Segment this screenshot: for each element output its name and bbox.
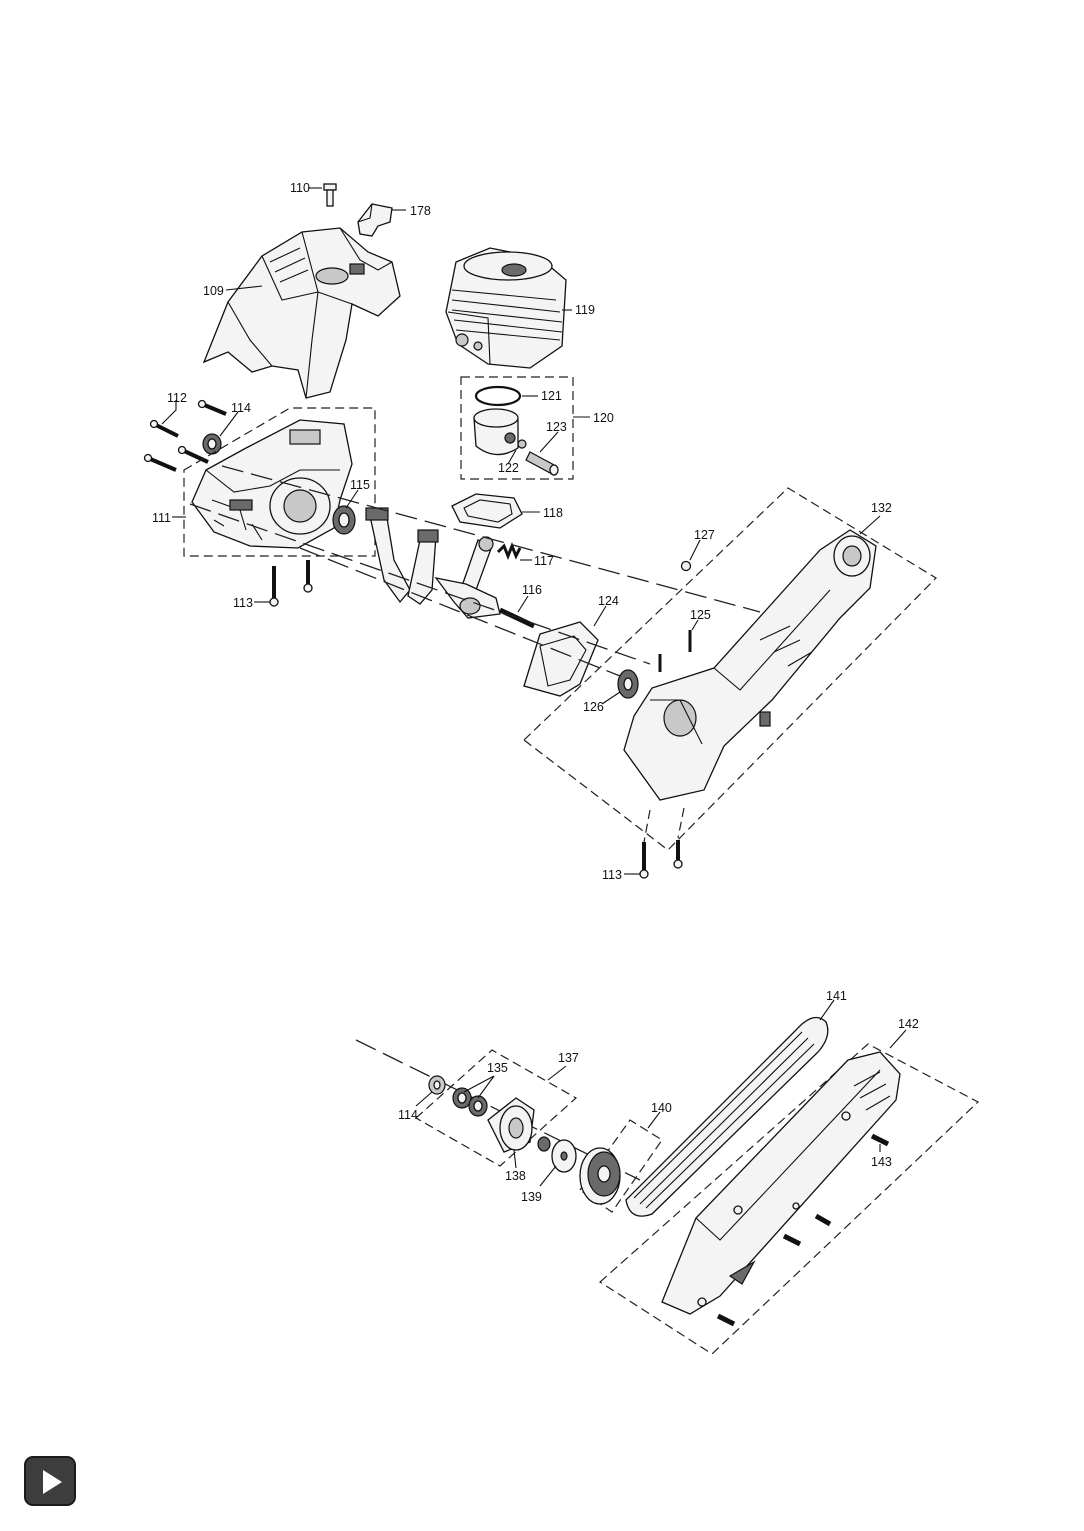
part-113-bolts-lower: [639, 840, 683, 879]
label-115: 115: [350, 478, 370, 492]
group-120-box: [460, 376, 574, 480]
group-140-box: [579, 1119, 663, 1213]
group-142-box: [599, 1043, 980, 1355]
part-127-screw: [680, 560, 692, 572]
label-117: 117: [534, 554, 554, 568]
label-119: 119: [575, 303, 595, 317]
part-112-bolts: [143, 399, 227, 472]
next-page-button[interactable]: [24, 1456, 76, 1506]
axis-line-lower: [355, 1039, 641, 1181]
label-132: 132: [871, 501, 892, 515]
part-116-crankshaft: [434, 536, 536, 629]
label-120: 120: [593, 411, 614, 425]
part-121-ring: [474, 385, 522, 407]
label-111: 111: [152, 511, 171, 525]
label-124: 124: [598, 594, 619, 608]
label-125: 125: [690, 608, 711, 622]
part-labels: 110 178 109 119 112 114 121 120 123 122 …: [152, 181, 919, 1204]
part-115-bearing: [332, 505, 356, 535]
part-111-crankcase: [191, 419, 353, 549]
label-114-lower: 114: [398, 1108, 418, 1122]
group-111-box: [183, 407, 376, 557]
label-121: 121: [541, 389, 562, 403]
label-137: 137: [558, 1051, 579, 1065]
label-116: 116: [522, 583, 542, 597]
label-178: 178: [410, 204, 431, 218]
label-126: 126: [583, 700, 604, 714]
axis-line-upper-2: [189, 503, 651, 665]
label-113-upper: 113: [233, 596, 253, 610]
label-113-lower: 113: [602, 868, 622, 882]
group-137-box: [414, 1049, 578, 1167]
part-122-piston: [473, 408, 527, 456]
part-110-screw: [323, 183, 337, 207]
axis-line-bolts: [643, 807, 685, 843]
play-triangle-icon: [43, 1470, 62, 1494]
label-114-upper: 114: [231, 401, 251, 415]
leader-lines: [161, 187, 907, 1187]
part-142-belt-guard: [661, 1051, 901, 1315]
label-112: 112: [167, 391, 187, 405]
part-intake-manifold: [365, 507, 439, 605]
label-139: 139: [521, 1190, 542, 1204]
part-138-drum: [487, 1097, 551, 1153]
part-125-pins: [658, 630, 692, 672]
part-124-gasket: [523, 621, 599, 697]
part-117-spring: [496, 541, 522, 561]
part-114-washer-lower: [428, 1075, 446, 1095]
axis-line-upper-1: [221, 465, 761, 613]
axis-line-upper-3: [299, 547, 621, 677]
part-113-bolts-upper: [269, 560, 313, 607]
label-122: 122: [498, 461, 519, 475]
label-140: 140: [651, 1101, 672, 1115]
part-118-gasket: [451, 493, 523, 529]
label-135: 135: [487, 1061, 508, 1075]
label-143: 143: [871, 1155, 892, 1169]
part-126-bearing: [617, 669, 639, 699]
label-110: 110: [290, 181, 310, 195]
part-123-pin: [525, 451, 559, 476]
part-132-arm: [623, 529, 877, 801]
part-141-belt: [625, 1016, 829, 1217]
group-132-box: [523, 487, 937, 851]
part-119-cylinder: [445, 247, 567, 369]
label-127: 127: [694, 528, 715, 542]
label-118: 118: [543, 506, 563, 520]
label-142: 142: [898, 1017, 919, 1031]
part-143-screws: [716, 1133, 890, 1327]
part-109-cover: [202, 227, 401, 399]
part-114-bearing-upper: [202, 433, 222, 455]
label-138: 138: [505, 1169, 526, 1183]
part-140-clutch: [579, 1147, 621, 1205]
part-139-washer: [551, 1139, 577, 1173]
label-141: 141: [826, 989, 847, 1003]
label-123: 123: [546, 420, 567, 434]
part-178-clip: [357, 203, 393, 237]
part-135-bearings: [452, 1087, 488, 1117]
label-109: 109: [203, 284, 224, 298]
